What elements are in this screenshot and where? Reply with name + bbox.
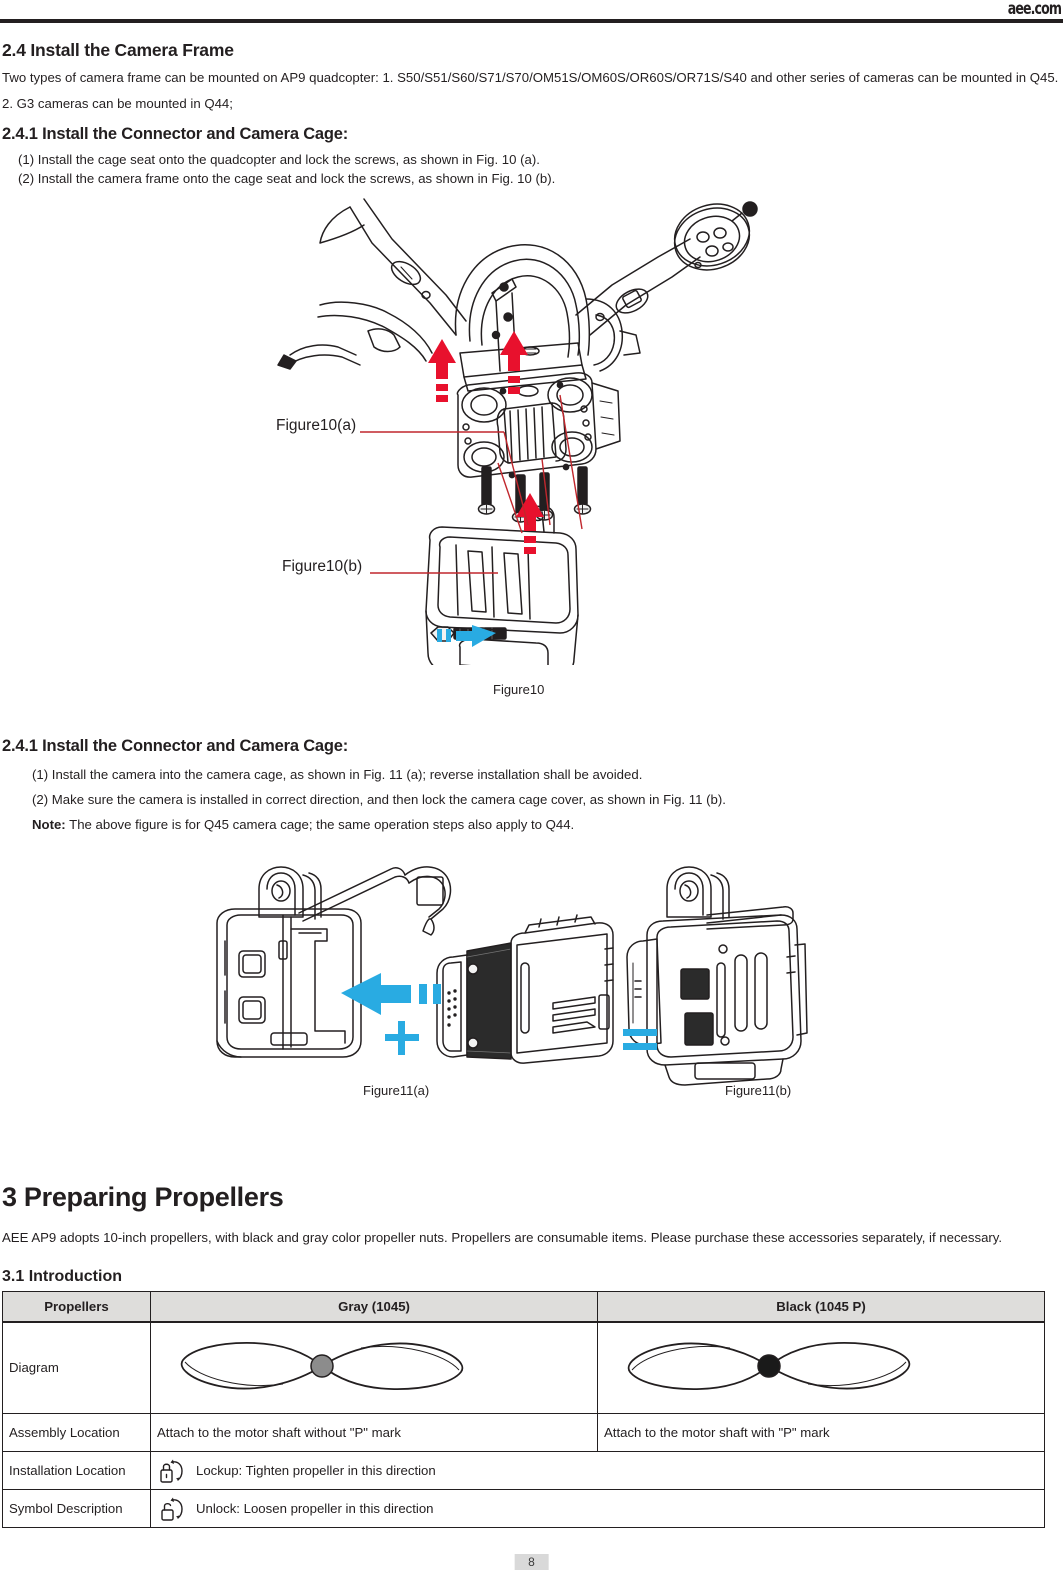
black-propeller-icon bbox=[627, 1342, 911, 1391]
lock-open-icon bbox=[161, 1497, 183, 1521]
section-2-4-1-title-second: 2.4.1 Install the Connector and Camera C… bbox=[2, 737, 349, 755]
propeller-spec-table: Propellers Gray (1045) Black (1045 P) Di… bbox=[2, 1291, 1045, 1528]
gray-propeller-hub bbox=[310, 1354, 334, 1378]
section-3-body: AEE AP9 adopts 10-inch propellers, with … bbox=[2, 1230, 1003, 1245]
figure-10a-label: Figure10(a) bbox=[276, 417, 357, 434]
plus-symbol bbox=[385, 1021, 419, 1055]
brand-logo: aee.com bbox=[1007, 0, 1062, 19]
red-motion-arrow-right bbox=[500, 331, 528, 394]
note-label: Note: bbox=[32, 817, 66, 832]
page-number: 8 bbox=[514, 1554, 549, 1570]
section-3-1: 3.1 Introduction bbox=[2, 1268, 1060, 1286]
page-header: aee.com bbox=[0, 0, 1063, 23]
section-2-4-title: 2.4 Install the Camera Frame bbox=[2, 40, 234, 60]
row-label-assembly-location: Assembly Location bbox=[2, 1413, 151, 1452]
figure-10b-label: Figure10(b) bbox=[282, 558, 363, 575]
section-3-title: 3 Preparing Propellers bbox=[2, 1182, 284, 1212]
section-2-4: 2.4 Install the Camera Frame Two types o… bbox=[2, 40, 1060, 117]
section-3-1-title: 3.1 Introduction bbox=[2, 1268, 122, 1285]
black-propeller-diagram-cell bbox=[597, 1321, 1045, 1414]
symbol-description-value: Unlock: Loosen propeller in this directi… bbox=[150, 1489, 1045, 1528]
assembly-location-gray: Attach to the motor shaft without "P" ma… bbox=[150, 1413, 598, 1452]
row-label-diagram: Diagram bbox=[2, 1321, 151, 1414]
table-header-row: Propellers Gray (1045) Black (1045 P) bbox=[2, 1291, 1045, 1323]
symbol-description-text: Unlock: Loosen propeller in this directi… bbox=[196, 1501, 434, 1516]
figure-11a-caption: Figure11(a) bbox=[363, 1083, 430, 1098]
black-propeller-hub bbox=[757, 1354, 781, 1378]
section-2-4-1-item-2: (2) Install the camera frame onto the ca… bbox=[18, 171, 556, 186]
gray-propeller-icon bbox=[180, 1342, 464, 1391]
table-row: Assembly Location Attach to the motor sh… bbox=[2, 1413, 1045, 1452]
table-header-propellers: Propellers bbox=[2, 1291, 151, 1323]
section-2-4-1-item-1: (1) Install the cage seat onto the quadc… bbox=[18, 152, 540, 167]
table-row: Diagram bbox=[2, 1321, 1045, 1414]
red-motion-arrow-cage bbox=[516, 493, 544, 554]
assembly-location-black: Attach to the motor shaft with "P" mark bbox=[597, 1413, 1045, 1452]
figure-10-caption: Figure10 bbox=[493, 682, 545, 697]
figure-10-leader-lines bbox=[360, 394, 583, 574]
lock-closed-icon bbox=[160, 1459, 183, 1483]
row-label-installation-location: Installation Location bbox=[2, 1451, 151, 1490]
section-2-4-1b-item-1: (1) Install the camera into the camera c… bbox=[32, 767, 643, 782]
section-2-4-1-first: 2.4.1 Install the Connector and Camera C… bbox=[2, 125, 1060, 188]
section-2-4-1-second: 2.4.1 Install the Connector and Camera C… bbox=[2, 737, 1060, 837]
red-motion-arrow-left bbox=[428, 339, 456, 402]
figure-10-drawing bbox=[277, 198, 758, 665]
equals-symbol bbox=[623, 1029, 657, 1050]
section-2-4-1b-note: Note: The above figure is for Q45 camera… bbox=[2, 812, 1060, 837]
note-text: The above figure is for Q45 camera cage;… bbox=[69, 817, 575, 832]
gray-propeller-diagram-cell bbox=[150, 1321, 598, 1414]
table-header-black: Black (1045 P) bbox=[597, 1291, 1045, 1323]
figure-11: Figure11(a) Figure11(b) bbox=[195, 845, 875, 1098]
installation-location-value: Lockup: Tighten propeller in this direct… bbox=[150, 1451, 1045, 1490]
section-2-4-1-title-first: 2.4.1 Install the Connector and Camera C… bbox=[2, 125, 349, 143]
table-header-gray: Gray (1045) bbox=[150, 1291, 598, 1323]
header-divider bbox=[0, 19, 1063, 23]
section-2-4-body: Two types of camera frame can be mounted… bbox=[2, 70, 1059, 111]
row-label-symbol-description: Symbol Description bbox=[2, 1489, 151, 1528]
section-3: 3 Preparing Propellers AEE AP9 adopts 10… bbox=[2, 1182, 1060, 1251]
figure-11-drawing bbox=[216, 866, 808, 1086]
figure-11b-caption: Figure11(b) bbox=[725, 1083, 792, 1098]
installation-location-text: Lockup: Tighten propeller in this direct… bbox=[196, 1463, 436, 1478]
figure-10: Figure10(a) Figure10(b) bbox=[260, 195, 820, 665]
blue-insertion-arrow bbox=[437, 625, 496, 647]
blue-insert-arrow-fig11 bbox=[341, 973, 441, 1015]
table-row: Installation Location Lockup: Tighte bbox=[2, 1451, 1045, 1490]
table-row: Symbol Description Unlock: Loosen propel… bbox=[2, 1489, 1045, 1528]
section-2-4-1b-item-2: (2) Make sure the camera is installed in… bbox=[32, 792, 726, 807]
